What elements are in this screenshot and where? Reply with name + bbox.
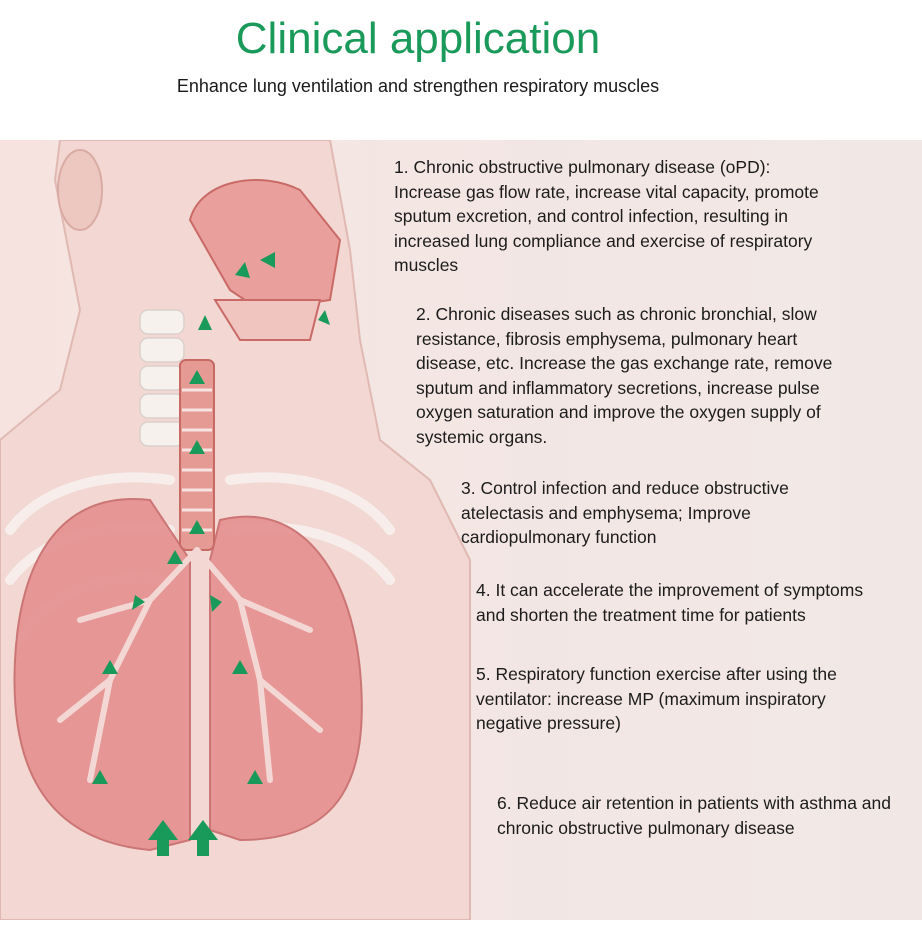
oral-cavity	[213, 299, 322, 341]
trachea	[179, 359, 215, 551]
clinical-point-1: 1. Chronic obstructive pulmonary disease…	[394, 157, 819, 275]
clinical-point-6: 6. Reduce air retention in patients with…	[497, 793, 891, 838]
illustration-panel	[0, 140, 922, 920]
page-subtitle: Enhance lung ventilation and strengthen …	[176, 76, 660, 96]
page-title: Clinical application	[235, 14, 601, 63]
left-lung	[13, 498, 191, 852]
spine	[139, 309, 185, 447]
clinical-point-5: 5. Respiratory function exercise after u…	[476, 664, 837, 733]
airflow-arrows	[92, 252, 330, 856]
respiratory-system-illustration	[0, 140, 471, 920]
right-lung	[209, 515, 363, 842]
nasal-cavity	[188, 179, 342, 312]
clinical-point-4: 4. It can accelerate the improvement of …	[476, 580, 864, 625]
bronchi	[57, 547, 323, 783]
ear	[57, 149, 103, 231]
clinical-point-2: 2. Chronic diseases such as chronic bron…	[416, 304, 833, 447]
clinical-point-3: 3. Control infection and reduce obstruct…	[461, 478, 789, 547]
